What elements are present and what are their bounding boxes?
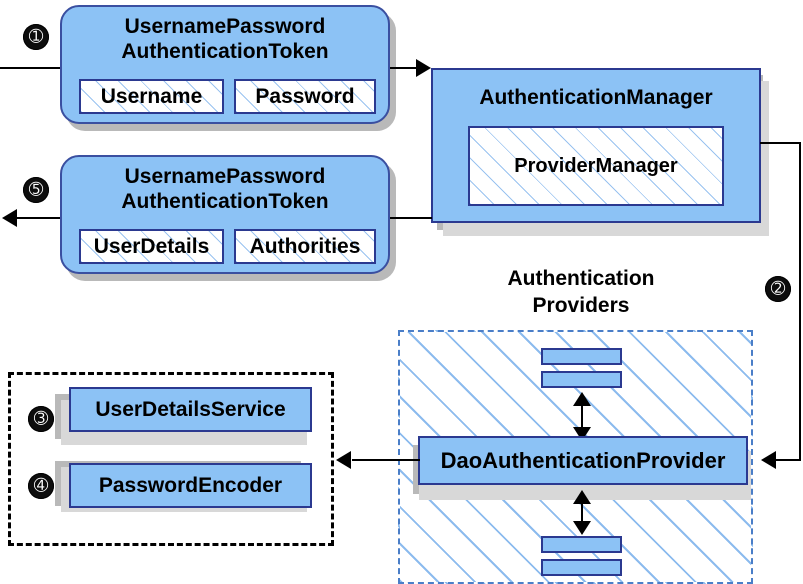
step-badge-4: ➃	[28, 473, 54, 499]
userdetails-field[interactable]: UserDetails	[79, 229, 224, 264]
support-services-container	[8, 372, 334, 546]
outgoing-response-arrowhead	[2, 209, 17, 227]
other-provider-top-2[interactable]	[541, 371, 622, 388]
other-provider-bottom-2[interactable]	[541, 559, 622, 576]
response-token-title-line2: AuthenticationToken	[121, 190, 329, 213]
response-token-title-line1: UsernamePassword	[124, 165, 326, 188]
password-field[interactable]: Password	[234, 79, 376, 114]
outgoing-response-line	[16, 217, 72, 219]
request-token-title: UsernamePassword AuthenticationToken	[62, 14, 388, 64]
authorities-field[interactable]: Authorities	[234, 229, 376, 264]
provider-link-bottom-line	[581, 496, 583, 526]
step-badge-2: ➁	[765, 276, 791, 302]
provider-to-services-arrowhead	[336, 451, 351, 469]
provider-link-bottom-arrow-down	[573, 521, 591, 535]
dao-authentication-provider-box[interactable]: DaoAuthenticationProvider	[418, 436, 748, 485]
authentication-manager-label: AuthenticationManager	[479, 86, 713, 109]
step-badge-3: ➂	[28, 406, 54, 432]
manager-to-provider-line-vertical	[799, 142, 801, 461]
step-badge-1: ➀	[23, 24, 49, 50]
provider-link-top-line	[581, 398, 583, 432]
token-to-manager-line	[390, 67, 424, 69]
incoming-request-line	[0, 67, 72, 69]
password-encoder-box[interactable]: PasswordEncoder	[69, 463, 312, 508]
manager-to-provider-arrowhead	[761, 451, 776, 469]
request-token-title-line2: AuthenticationToken	[121, 40, 329, 63]
token-to-manager-arrowhead	[416, 59, 431, 77]
user-details-service-box[interactable]: UserDetailsService	[69, 387, 312, 432]
manager-to-response-line	[390, 217, 432, 219]
other-provider-top-1[interactable]	[541, 348, 622, 365]
response-token-box[interactable]: UsernamePassword AuthenticationToken	[60, 155, 390, 274]
manager-to-provider-line-bottom	[776, 459, 801, 461]
step-badge-5: ➄	[23, 177, 49, 203]
response-token-title: UsernamePassword AuthenticationToken	[62, 164, 388, 214]
authentication-providers-title-line2: Providers	[532, 294, 630, 317]
other-provider-bottom-1[interactable]	[541, 536, 622, 553]
authentication-providers-title-line1: Authentication	[507, 267, 655, 290]
manager-to-provider-line-top	[760, 142, 801, 144]
request-token-title-line1: UsernamePassword	[124, 15, 326, 38]
provider-manager-box[interactable]: ProviderManager	[468, 126, 724, 206]
username-field[interactable]: Username	[79, 79, 224, 114]
authentication-providers-title: Authentication Providers	[466, 265, 696, 319]
provider-to-services-line	[352, 459, 420, 461]
